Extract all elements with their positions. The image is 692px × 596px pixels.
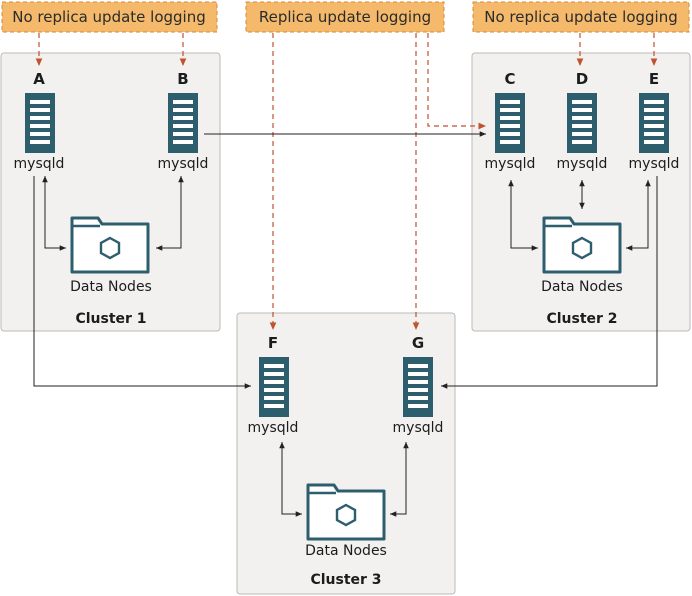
note-left-text: No replica update logging [12,8,206,26]
server-c-label: mysqld [485,156,536,172]
cluster-3-box [236,312,456,595]
note-middle-text: Replica update logging [259,8,431,26]
server-d-letter: D [576,70,588,88]
link-g-datanodes [390,442,409,517]
server-f-icon [259,357,289,417]
link-a-datanodes [42,176,66,251]
link-e-datanodes [626,180,651,251]
server-e-letter: E [649,70,659,88]
server-b-icon [168,93,198,153]
server-c-icon [495,93,525,153]
server-a-label: mysqld [14,156,65,172]
data-nodes-3-label: Data Nodes [305,543,387,559]
data-nodes-1-icon [70,216,150,274]
data-nodes-1-label: Data Nodes [70,279,152,295]
data-nodes-2-label: Data Nodes [541,279,623,295]
note-left-box [1,1,218,33]
server-g-icon [403,357,433,417]
server-d-icon [567,93,597,153]
server-e-icon [639,93,669,153]
server-a-icon [25,93,55,153]
cluster-1-label: Cluster 1 [75,311,146,327]
server-d-label: mysqld [557,156,608,172]
cluster-3-label: Cluster 3 [310,572,381,588]
data-nodes-2-icon [542,216,622,274]
server-g-letter: G [412,334,424,352]
note-right-text: No replica update logging [484,8,678,26]
link-b-datanodes [156,176,184,251]
server-b-letter: B [177,70,188,88]
server-f-label: mysqld [248,420,299,436]
note-right-box [472,1,690,33]
note-middle-box [245,1,445,33]
link-f-datanodes [279,442,302,517]
server-f-letter: F [268,334,278,352]
replication-a-to-f [33,176,251,389]
server-b-label: mysqld [158,156,209,172]
server-g-label: mysqld [393,420,444,436]
replication-e-to-g [441,176,658,389]
cluster-2-label: Cluster 2 [546,311,617,327]
server-c-letter: C [504,70,515,88]
dashed-arrow-to-c [427,33,486,130]
server-e-label: mysqld [629,156,680,172]
data-nodes-3-icon [306,483,386,541]
server-a-letter: A [33,70,45,88]
cluster-1-box [0,52,221,332]
link-c-datanodes [508,180,538,251]
